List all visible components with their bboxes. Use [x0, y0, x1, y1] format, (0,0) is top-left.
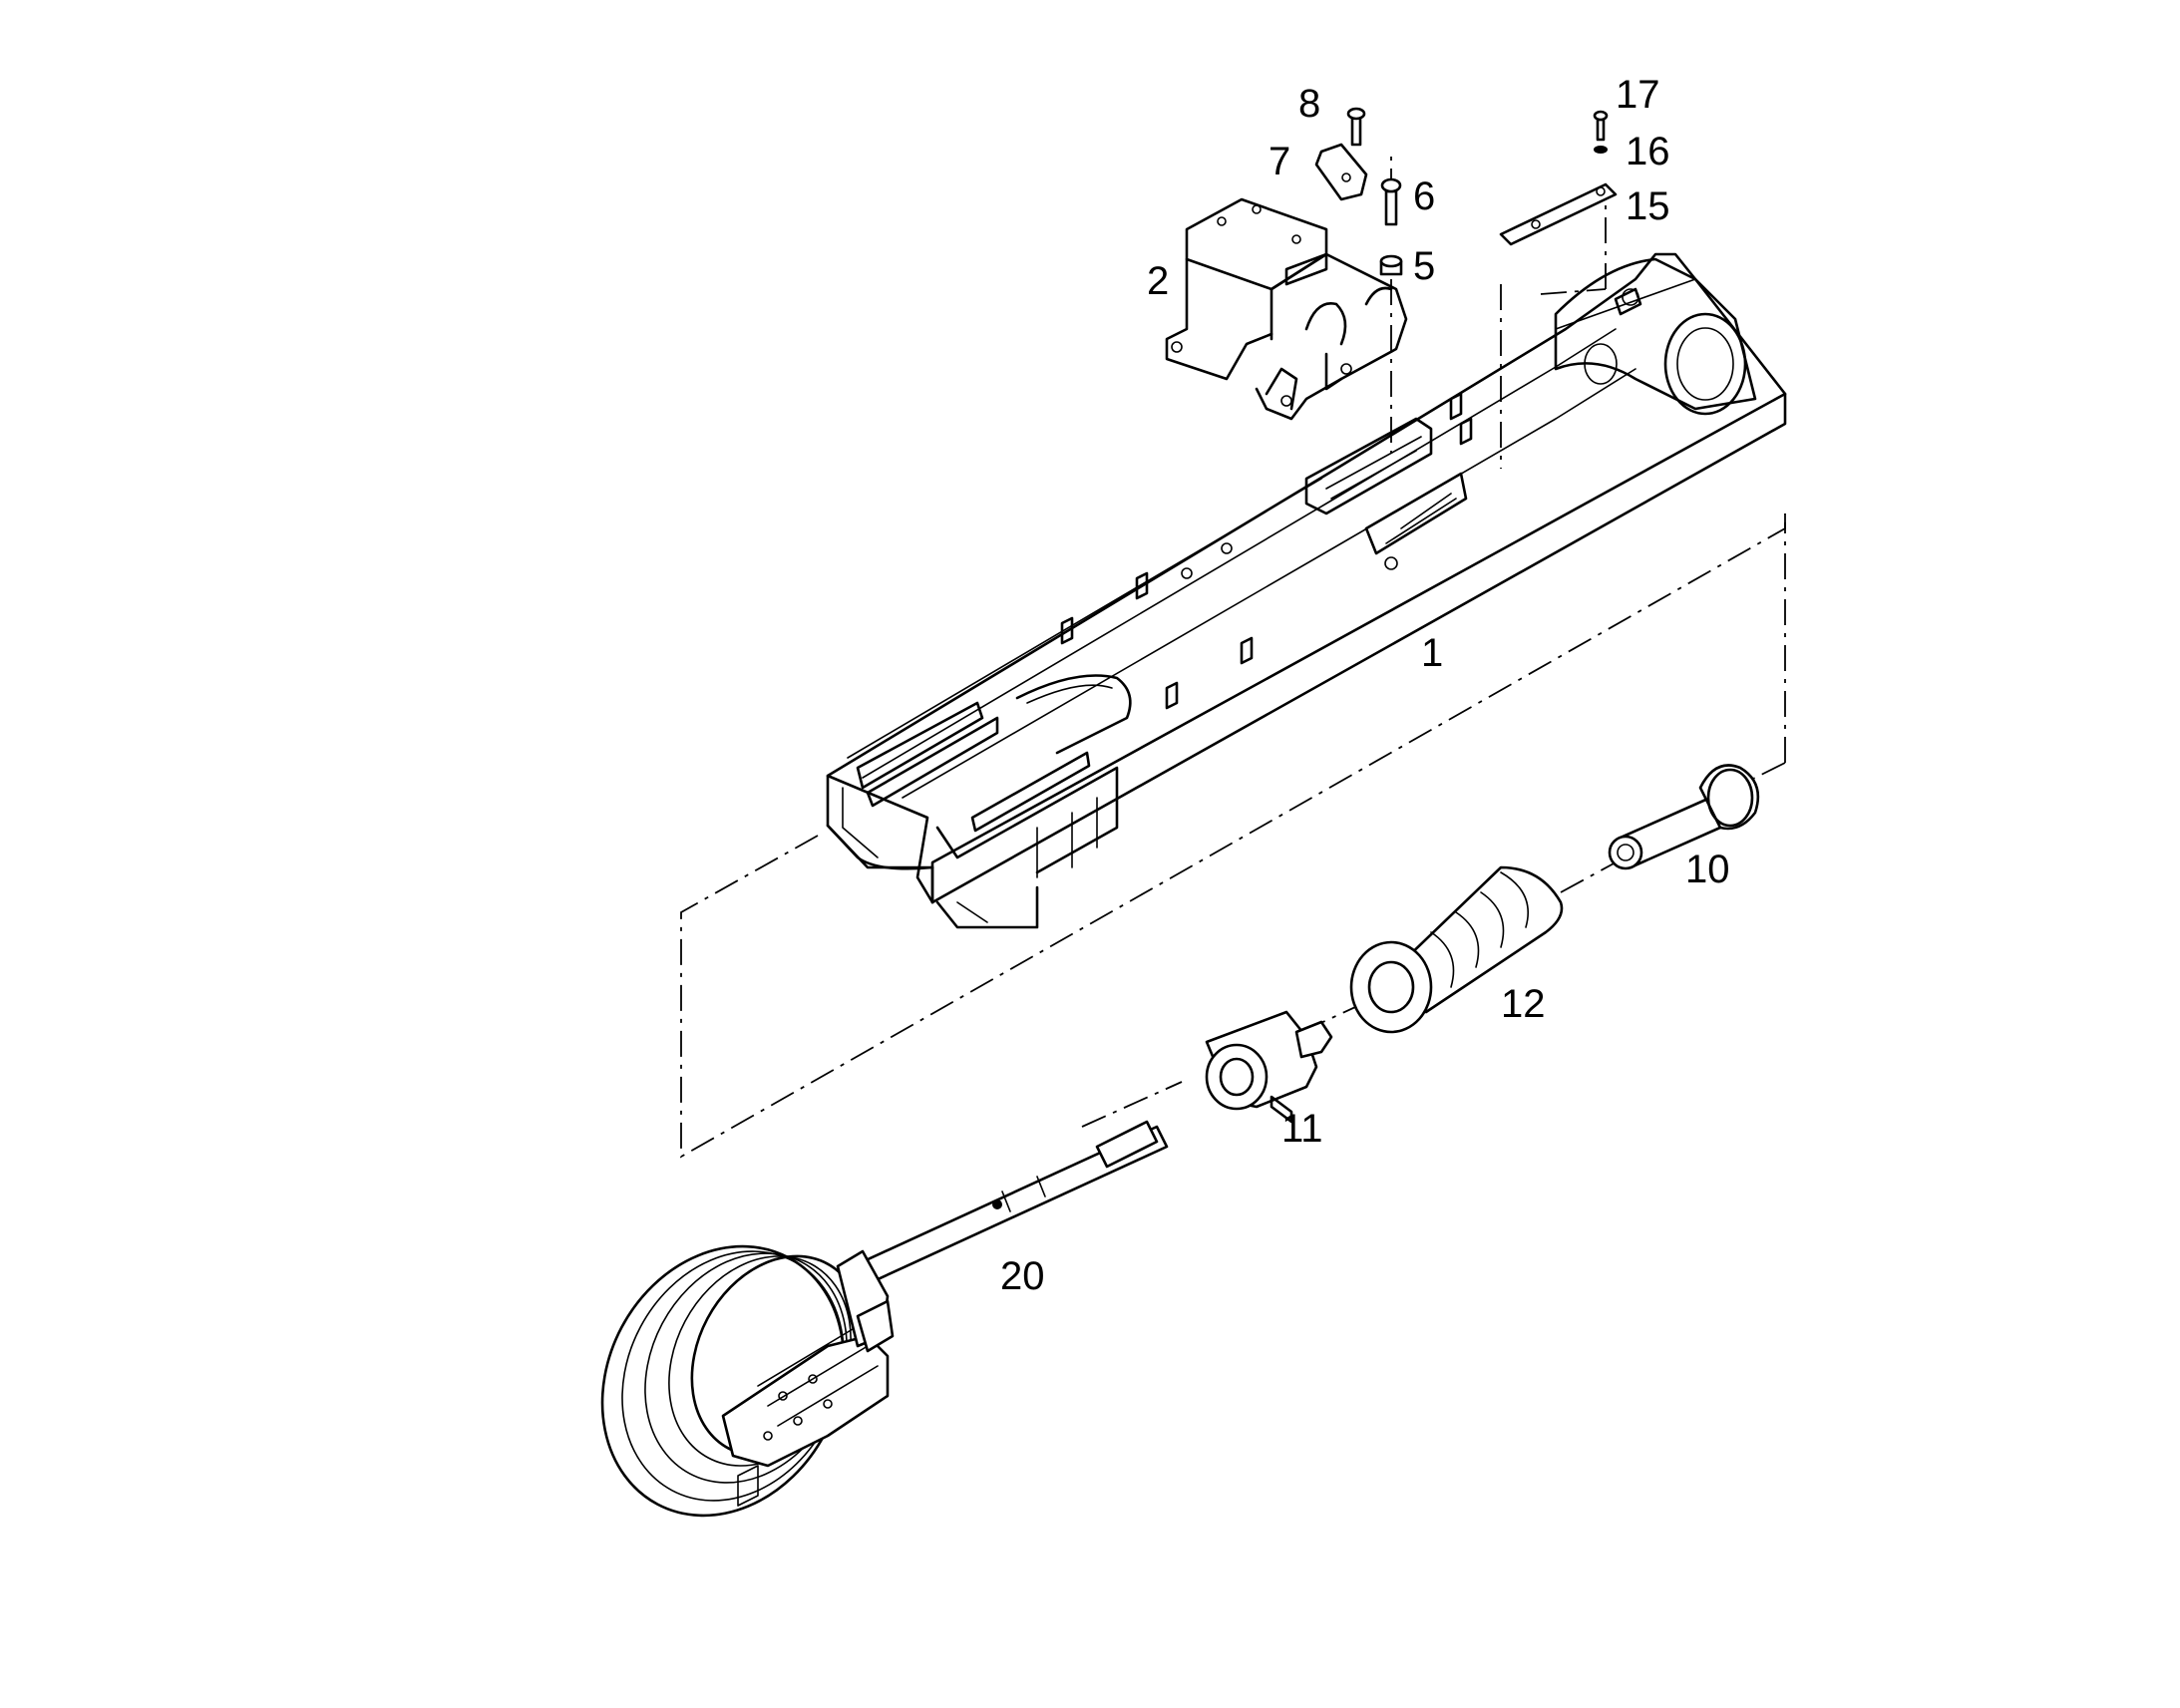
bolt-part-8: [1346, 107, 1366, 147]
clamp-part-7: [1314, 143, 1368, 201]
nut-part-5: [1379, 254, 1403, 276]
recoil-spring-part-12: [1349, 865, 1564, 1034]
bolt-part-17: [1593, 110, 1609, 142]
callout-16: 16: [1626, 130, 1670, 173]
callout-15: 15: [1626, 184, 1670, 228]
assembly-guide-lines: [680, 150, 1786, 1159]
idler-assembly-part-20: [600, 1120, 1169, 1518]
plate-part-15: [1499, 182, 1618, 246]
bearing-block-part-2: [1165, 197, 1408, 421]
callout-8: 8: [1298, 82, 1320, 126]
callout-1: 1: [1421, 631, 1443, 675]
callout-17: 17: [1616, 73, 1660, 117]
callout-10: 10: [1685, 848, 1730, 891]
washer-part-16: [1594, 146, 1608, 154]
piston-rod-part-10: [1608, 764, 1760, 870]
callout-12: 12: [1501, 982, 1546, 1026]
callout-labels: 1 2 5 6 7 8 10 11 12 15 16 17 20: [1000, 73, 1730, 1298]
callout-6: 6: [1413, 174, 1435, 218]
callout-2: 2: [1147, 259, 1169, 303]
callout-11: 11: [1281, 1107, 1323, 1151]
callout-20: 20: [1000, 1254, 1045, 1298]
track-frame-part-1: [826, 252, 1787, 929]
bolt-part-6: [1380, 177, 1402, 226]
callout-7: 7: [1269, 140, 1290, 183]
callout-5: 5: [1413, 244, 1435, 288]
spring-guide-part-11: [1205, 1010, 1333, 1124]
